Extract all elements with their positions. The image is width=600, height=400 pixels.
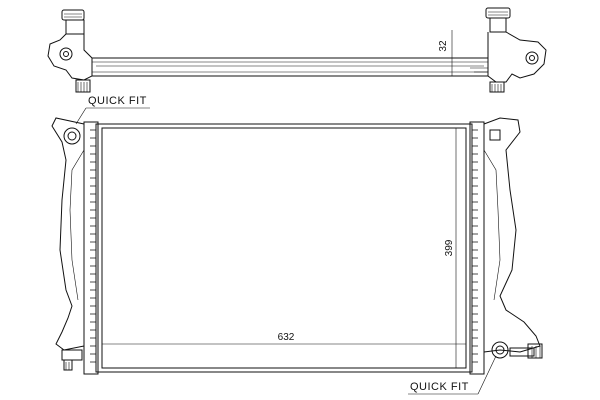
width-dimension-label: 632 — [278, 332, 295, 343]
quick-fit-label-top: QUICK FIT — [88, 95, 147, 107]
right-quick-fit-port — [491, 341, 509, 359]
depth-dimension: 32 — [438, 30, 458, 77]
left-side-tank — [51, 117, 99, 375]
depth-dimension-label: 32 — [438, 40, 449, 52]
top-right-outlet-pipe — [470, 7, 547, 93]
top-left-inlet-pipe — [47, 9, 93, 93]
quick-fit-callout-top: QUICK FIT — [75, 95, 150, 125]
top-view-core — [91, 57, 489, 77]
quick-fit-callout-bottom: QUICK FIT — [408, 355, 497, 395]
quick-fit-label-bottom: QUICK FIT — [410, 381, 469, 393]
radiator-core — [95, 123, 473, 373]
height-dimension: 399 — [444, 127, 462, 369]
top-view: 32 — [47, 7, 547, 93]
left-tank-ribs — [90, 129, 96, 363]
left-quick-fit-port — [63, 127, 81, 145]
right-tank-ribs — [472, 129, 478, 363]
right-side-tank — [469, 117, 543, 375]
front-view: 632 399 — [51, 117, 543, 375]
width-dimension: 632 — [101, 332, 467, 350]
height-dimension-label: 399 — [444, 239, 455, 256]
